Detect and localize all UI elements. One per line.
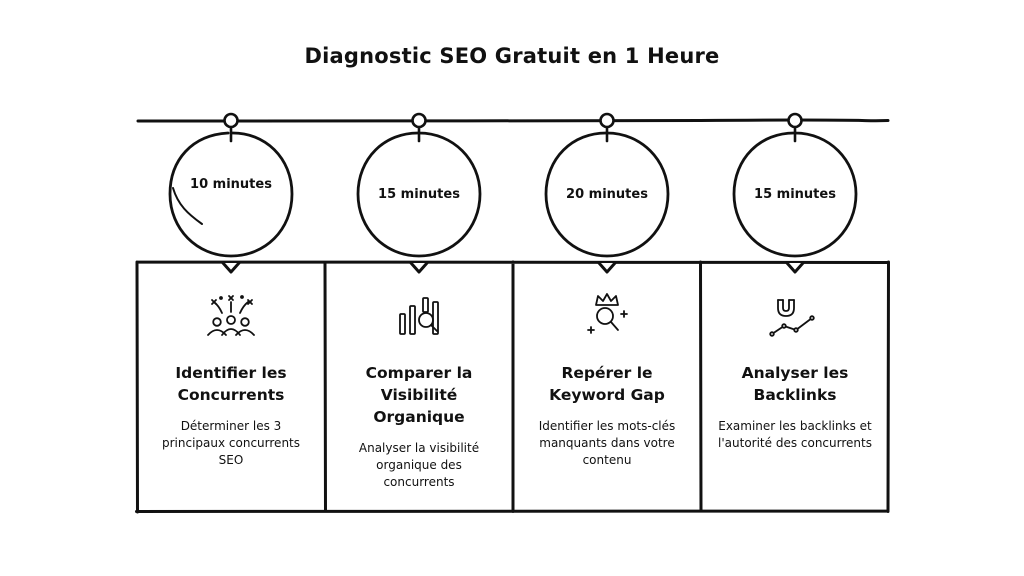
timeline-nodes <box>223 112 803 129</box>
step-description-4: Examiner les backlinks et l'autorité des… <box>718 419 872 450</box>
people-celebration-icon <box>207 295 255 336</box>
step-description-3: Identifier les mots-clés manquants dans … <box>538 419 676 467</box>
duration-circles <box>168 131 858 258</box>
crown-magnifier-icon <box>587 293 628 334</box>
duration-step-3: 20 minutes <box>566 187 648 202</box>
page-title: Diagnostic SEO Gratuit en 1 Heure <box>304 44 720 68</box>
step-title-3: Repérer le Keyword Gap <box>549 364 665 404</box>
duration-step-1: 10 minutes <box>190 177 272 192</box>
step-description-1: Déterminer les 3 principaux concurrents … <box>162 419 300 467</box>
card-notches <box>221 261 805 274</box>
duration-step-2: 15 minutes <box>378 187 460 202</box>
step-title-4: Analyser les Backlinks <box>741 364 849 404</box>
magnet-graph-icon <box>769 299 815 337</box>
timeline-connectors <box>229 125 797 143</box>
duration-step-4: 15 minutes <box>754 187 836 202</box>
cards-frame <box>135 260 890 514</box>
step-title-2: Comparer la Visibilité Organique <box>365 364 473 426</box>
step-title-1: Identifier les Concurrents <box>175 364 287 404</box>
step-description-2: Analyser la visibilité organique des con… <box>358 441 480 489</box>
timeline-line <box>136 118 890 123</box>
chart-magnifier-icon <box>399 297 439 335</box>
